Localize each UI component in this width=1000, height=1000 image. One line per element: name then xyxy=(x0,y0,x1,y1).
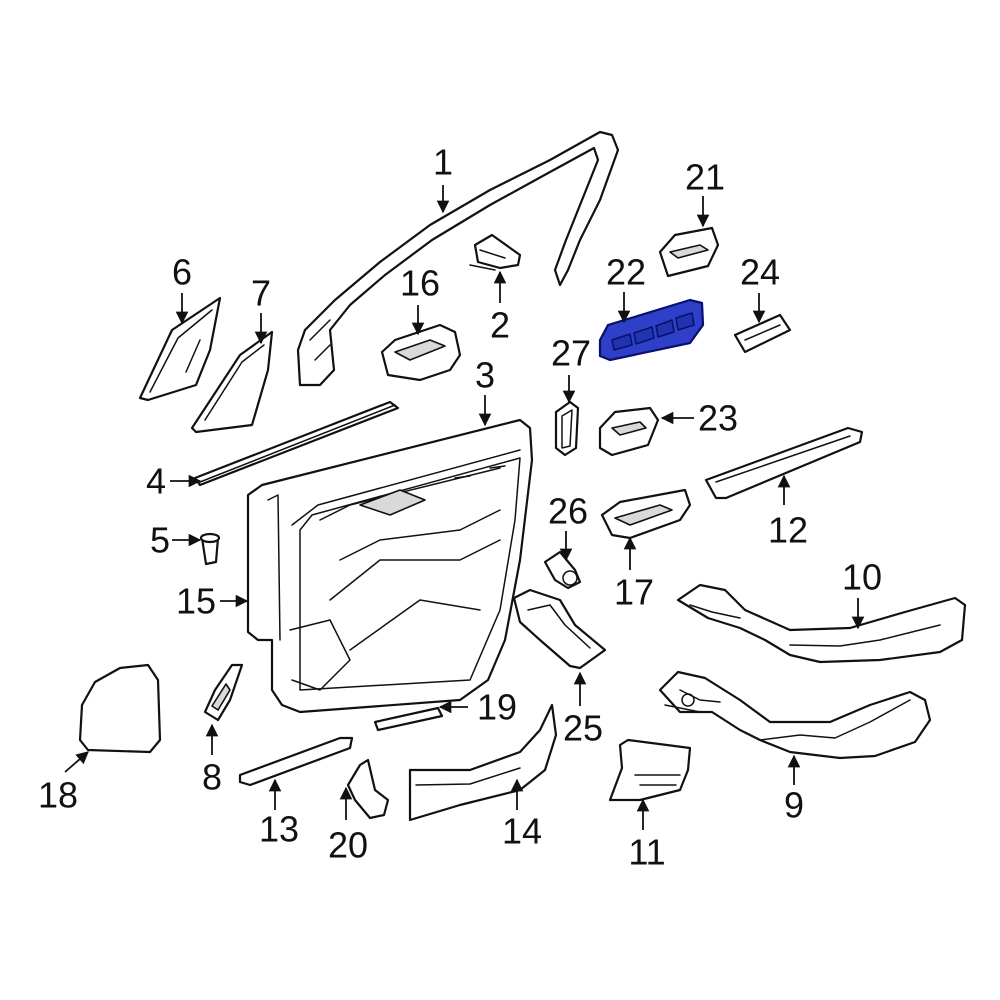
part-22-window-switch[interactable] xyxy=(598,298,705,362)
callout-24: 24 xyxy=(740,252,780,293)
part-3-door-panel[interactable] xyxy=(246,418,534,714)
part-8-bezel[interactable] xyxy=(203,663,244,722)
part-16-pocket[interactable] xyxy=(380,323,462,382)
callout-12: 12 xyxy=(768,510,808,551)
callout-3: 3 xyxy=(475,355,495,396)
callout-4: 4 xyxy=(146,461,166,502)
part-17-handle-housing[interactable] xyxy=(600,488,692,540)
callout-27: 27 xyxy=(551,333,591,374)
part-25-bracket[interactable] xyxy=(512,588,607,670)
callout-11: 11 xyxy=(628,832,665,873)
callout-8: 8 xyxy=(202,757,222,798)
callout-17: 17 xyxy=(614,572,654,613)
part-9-armrest-lower[interactable] xyxy=(658,670,932,760)
callout-20: 20 xyxy=(328,825,368,866)
callout-25: 25 xyxy=(563,708,603,749)
callout-7: 7 xyxy=(251,273,271,314)
callout-labels: 1 2 3 4 5 6 7 8 9 10 11 12 13 14 15 16 1… xyxy=(38,142,882,873)
part-2-bracket[interactable] xyxy=(469,233,522,271)
callout-10: 10 xyxy=(842,557,882,598)
part-21-switch[interactable] xyxy=(658,226,720,278)
part-27-lens[interactable] xyxy=(554,400,580,457)
callout-13: 13 xyxy=(259,809,299,850)
callout-18: 18 xyxy=(38,775,78,816)
callout-6: 6 xyxy=(172,252,192,293)
callout-9: 9 xyxy=(784,785,804,826)
part-6-sail-panel[interactable] xyxy=(138,296,222,402)
part-13-trim[interactable] xyxy=(238,736,354,787)
leader-arrows xyxy=(64,185,865,830)
part-14-lower-molding[interactable] xyxy=(408,703,558,822)
part-1-window-frame[interactable] xyxy=(296,130,620,387)
part-10-armrest-upper[interactable] xyxy=(676,583,967,664)
part-5-clip[interactable] xyxy=(199,532,221,566)
callout-21: 21 xyxy=(685,157,725,198)
callout-15: 15 xyxy=(176,581,216,622)
callout-26: 26 xyxy=(548,491,588,532)
part-18-speaker-grille[interactable] xyxy=(78,663,162,754)
callout-16: 16 xyxy=(400,263,440,304)
callout-19: 19 xyxy=(477,687,517,728)
callout-22: 22 xyxy=(606,252,646,293)
callout-2: 2 xyxy=(490,305,510,346)
part-26-socket[interactable] xyxy=(543,550,582,590)
callout-23: 23 xyxy=(698,398,738,439)
part-12-trim-strip[interactable] xyxy=(704,426,864,500)
part-11-bracket[interactable] xyxy=(608,738,692,802)
part-19-reflector[interactable] xyxy=(373,706,444,732)
part-20-bracket[interactable] xyxy=(346,758,390,820)
leader-18 xyxy=(64,751,89,773)
part-23-switch[interactable] xyxy=(598,406,660,457)
part-7-pillar-trim[interactable] xyxy=(190,330,274,434)
part-24-cover[interactable] xyxy=(733,313,792,354)
callout-1: 1 xyxy=(433,142,453,183)
callout-14: 14 xyxy=(502,811,542,852)
callout-5: 5 xyxy=(150,520,170,561)
